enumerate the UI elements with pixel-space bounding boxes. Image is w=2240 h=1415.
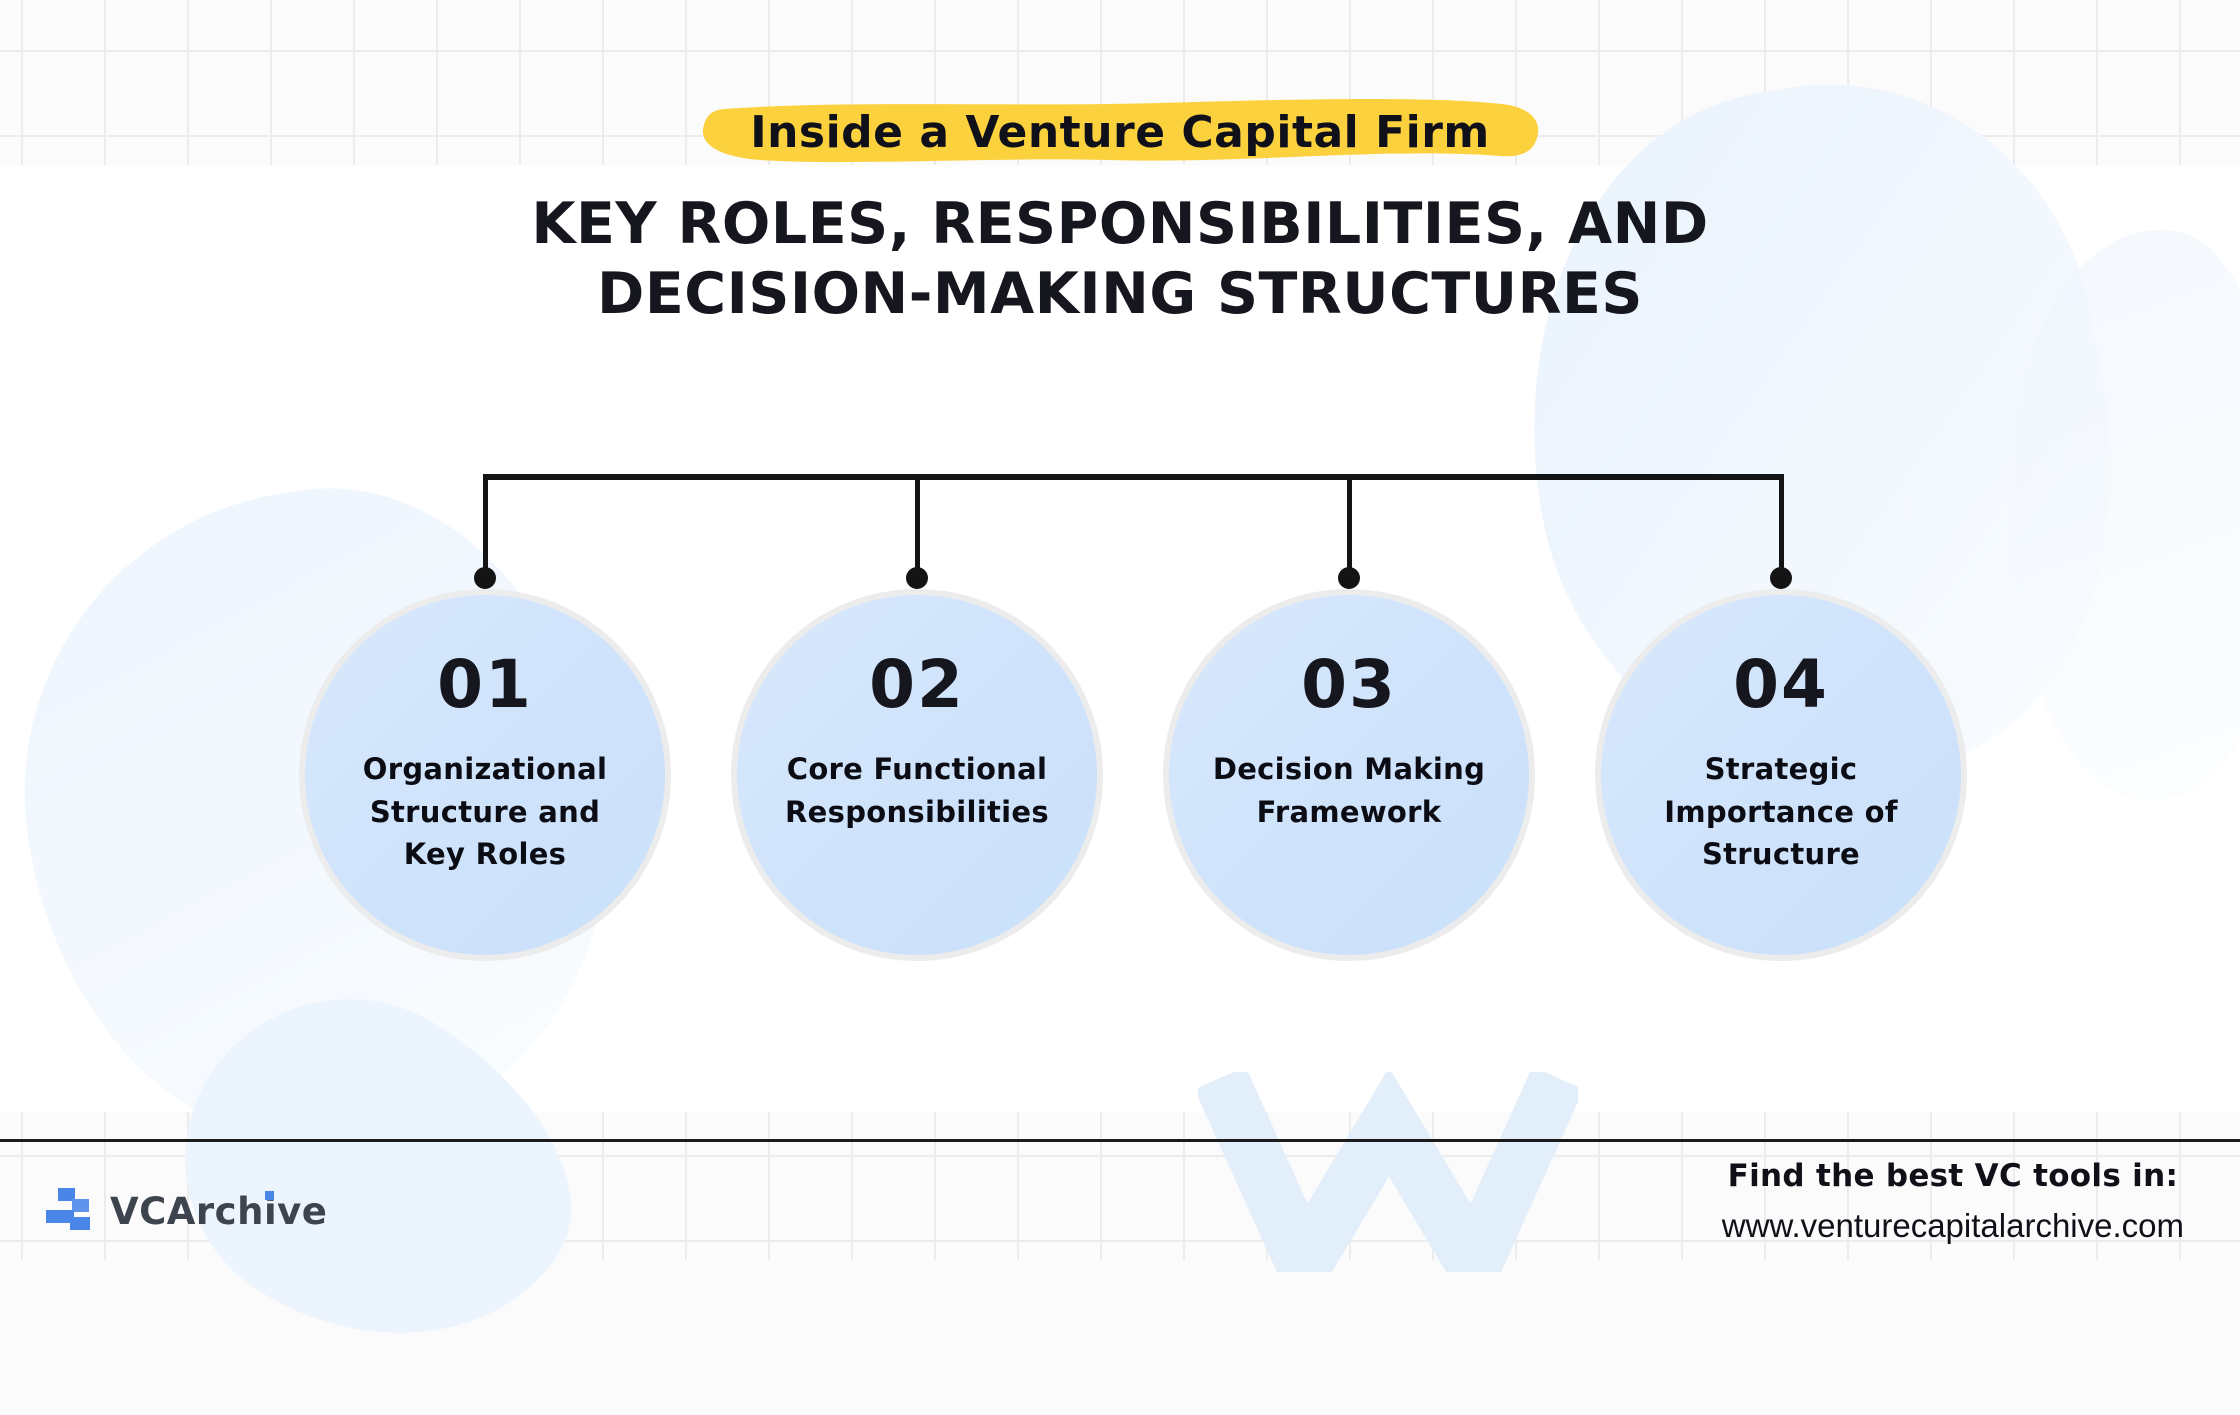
connector-stub-1 [483,474,488,570]
topic-label: Decision Making Framework [1212,751,1486,829]
title-badge: Inside a Venture Capital Firm [688,94,1552,170]
page-title-line2: DECISION-MAKING STRUCTURES [597,260,1643,327]
connector-stub-4 [1779,474,1784,570]
watermark-w-shape [1194,1066,1584,1325]
topic-number: 04 [1733,646,1829,723]
brand-pixel-stairs-icon [46,1186,100,1236]
connector-horizontal-line [483,474,1784,480]
topic-label: Core Functional Responsibilities [785,751,1049,829]
topic-number: 01 [437,646,533,723]
connector-stub-2 [915,474,920,570]
footer-url-text: www.venturecapitalarchive.com [1721,1207,2184,1244]
page-title-line1: KEY ROLES, RESPONSIBILITIES, AND [531,191,1709,257]
yellow-marker-shape [702,98,1539,163]
footer-divider-line [0,1139,2240,1142]
connector-stub-3 [1347,474,1352,570]
topic-label: Organizational Structure and Key Roles [362,751,608,872]
page-title: KEY ROLES, RESPONSIBILITIES, AND DECISIO… [0,190,2240,329]
connector-dot-4 [1770,567,1792,589]
footer-cta-block: Find the best VC tools in: www.ventureca… [1722,1158,2184,1245]
connector-dot-1 [474,567,496,589]
brand-name: VCArchive [110,1189,328,1233]
decorative-blob-right-secondary [2010,230,2240,800]
brand-logo: VCArchive [46,1186,327,1236]
badge-label: Inside a Venture Capital Firm [750,106,1490,158]
topic-circle-1: 01 Organizational Structure and Key Role… [299,589,671,961]
connector-dot-2 [906,567,928,589]
topic-label: Strategic Importance of Structure [1664,751,1898,872]
topic-number: 02 [869,646,965,723]
topic-circle-4: 04 Strategic Importance of Structure [1595,589,1967,961]
topic-circle-2: 02 Core Functional Responsibilities [731,589,1103,961]
topic-circle-3: 03 Decision Making Framework [1163,589,1535,961]
connector-dot-3 [1338,567,1360,589]
footer-cta-text: Find the best VC tools in: [1727,1158,2179,1194]
topic-number: 03 [1301,646,1397,723]
